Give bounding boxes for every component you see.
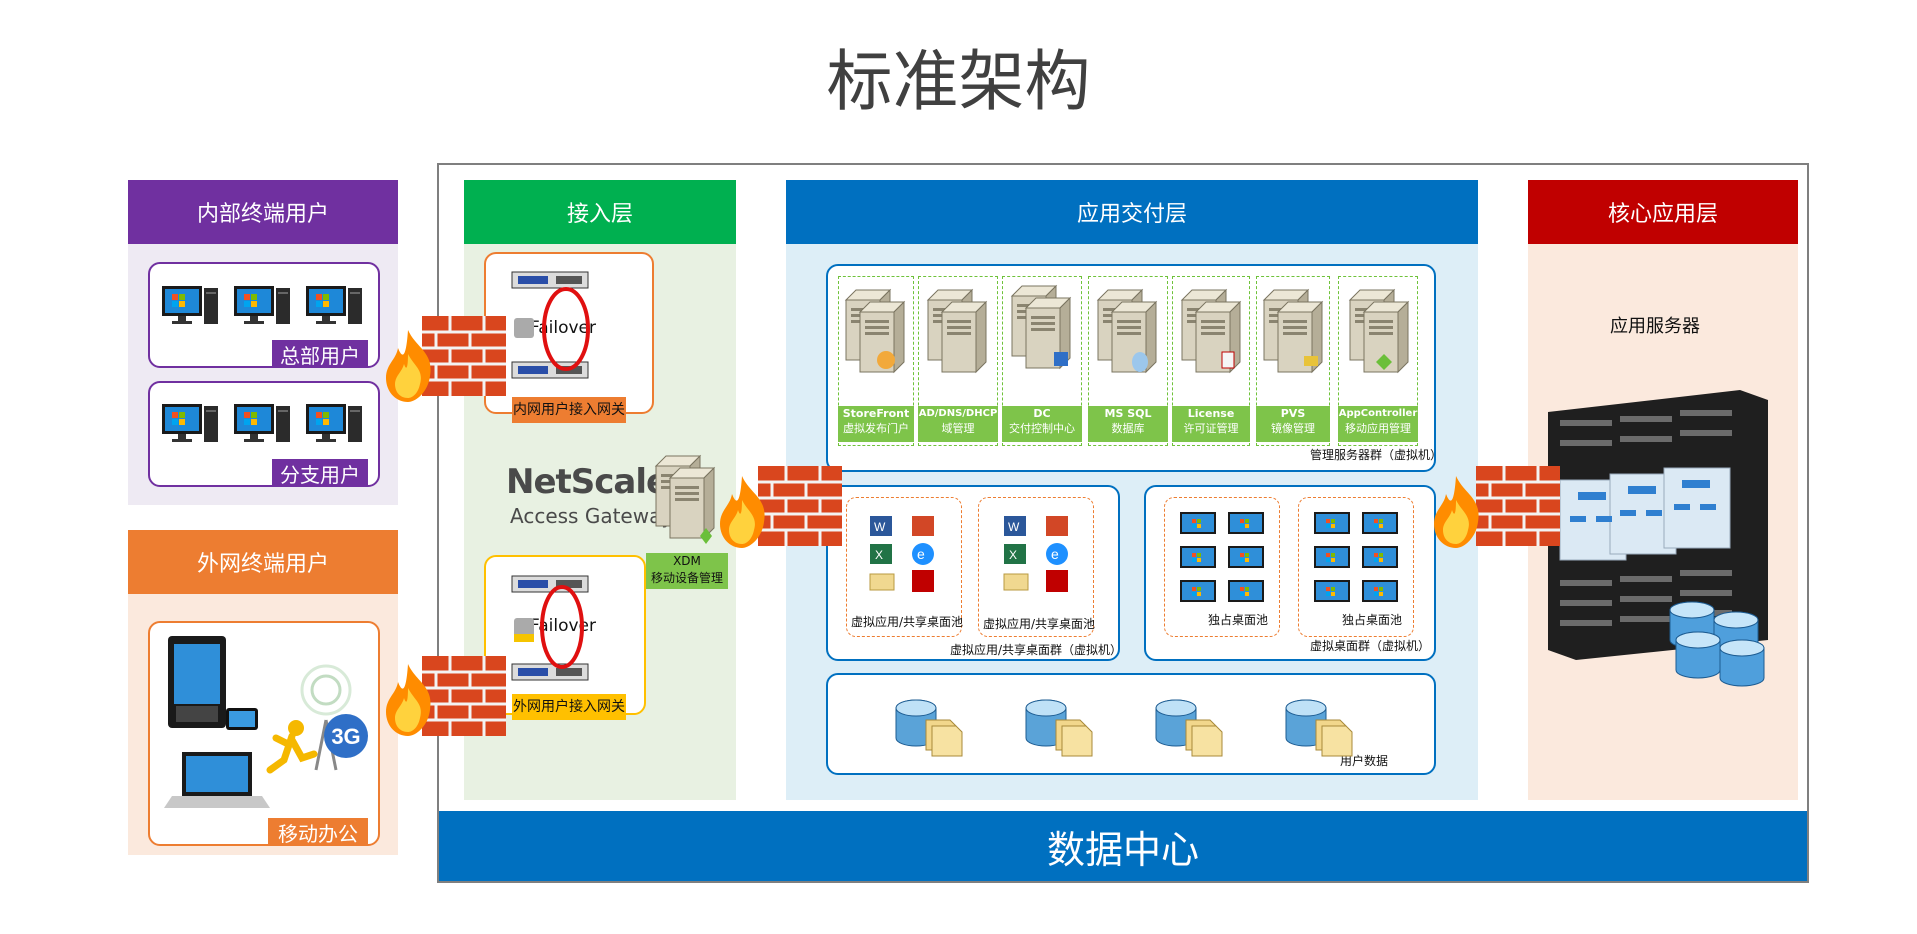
service-name: PVS [1280, 407, 1306, 420]
external-users-header: 外网终端用户 [128, 530, 398, 594]
mobile-office-label: 移动办公 [268, 818, 368, 846]
dedicated-pool-2 [1298, 497, 1414, 637]
service-label-pvs: PVS 镜像管理 [1256, 406, 1330, 442]
delivery-layer-header: 应用交付层 [786, 180, 1478, 244]
service-name: DC [1033, 407, 1051, 420]
service-label-license: License 许可证管理 [1172, 406, 1250, 442]
access-layer-header: 接入层 [464, 180, 736, 244]
dedicated-caption: 虚拟桌面群（虚拟机） [1310, 639, 1431, 653]
external-gateway-label: 外网用户接入网关 [512, 694, 626, 720]
dedicated-pool-1-label: 独占桌面池 [1208, 613, 1269, 627]
service-desc: 交付控制中心 [1009, 422, 1075, 435]
core-layer-header: 核心应用层 [1528, 180, 1798, 244]
service-desc: 移动应用管理 [1345, 422, 1411, 435]
xdm-label: XDM 移动设备管理 [646, 553, 728, 589]
service-desc: 许可证管理 [1183, 422, 1239, 435]
dedicated-pool-1 [1164, 497, 1280, 637]
netscaler-logo-text: NetScaler [506, 462, 685, 502]
service-name: License [1187, 407, 1235, 420]
page-title: 标准架构 [826, 43, 1091, 120]
service-mssql [1088, 276, 1168, 446]
xdm-desc: 移动设备管理 [650, 571, 723, 585]
external-failover-label: Failover [530, 616, 596, 636]
service-appcontroller [1338, 276, 1418, 446]
service-pvs [1256, 276, 1330, 446]
service-desc: 域管理 [941, 422, 975, 435]
service-desc: 数据库 [1111, 422, 1145, 435]
shared-pool-2 [978, 497, 1094, 637]
mobile-users-panel [148, 621, 380, 846]
service-ad-dns-dhcp [918, 276, 998, 446]
xdm-name: XDM [673, 554, 701, 568]
management-caption: 管理服务器群（虚拟机） [1310, 448, 1443, 462]
shared-pool-1 [846, 497, 962, 637]
service-name: AD/DNS/DHCP [918, 408, 998, 419]
datacenter-frame [437, 163, 1809, 883]
service-dc [1002, 276, 1082, 446]
service-label-appcontroller: AppController 移动应用管理 [1338, 406, 1418, 442]
user-data-caption: 用户数据 [1340, 754, 1389, 768]
service-name: MS SQL [1104, 407, 1152, 420]
access-gateway-logo-text: Access Gateway [510, 504, 674, 528]
service-storefront [838, 276, 914, 446]
branch-users-label: 分支用户 [272, 459, 368, 487]
service-desc: 镜像管理 [1271, 422, 1315, 435]
service-name: AppController [1338, 408, 1418, 419]
internal-failover-label: Failover [530, 318, 596, 338]
hq-users-label: 总部用户 [272, 340, 368, 368]
core-layer-area [1528, 180, 1798, 800]
shared-pool-1-label: 虚拟应用/共享桌面池 [851, 615, 964, 629]
datacenter-banner: 数据中心 [439, 811, 1807, 881]
app-servers-label: 应用服务器 [1610, 316, 1700, 337]
service-label-mssql: MS SQL 数据库 [1088, 406, 1168, 442]
service-label-storefront: StoreFront 虚拟发布门户 [838, 406, 914, 442]
service-label-ad: AD/DNS/DHCP 域管理 [918, 406, 998, 442]
service-desc: 虚拟发布门户 [843, 422, 909, 435]
internal-users-header: 内部终端用户 [128, 180, 398, 244]
service-name: StoreFront [842, 407, 910, 420]
shared-caption: 虚拟应用/共享桌面群（虚拟机） [950, 643, 1123, 657]
service-label-dc: DC 交付控制中心 [1002, 406, 1082, 442]
service-license [1172, 276, 1250, 446]
internal-gateway-label: 内网用户接入网关 [512, 397, 626, 423]
dedicated-pool-2-label: 独占桌面池 [1342, 613, 1403, 627]
shared-pool-2-label: 虚拟应用/共享桌面池 [983, 617, 1096, 631]
